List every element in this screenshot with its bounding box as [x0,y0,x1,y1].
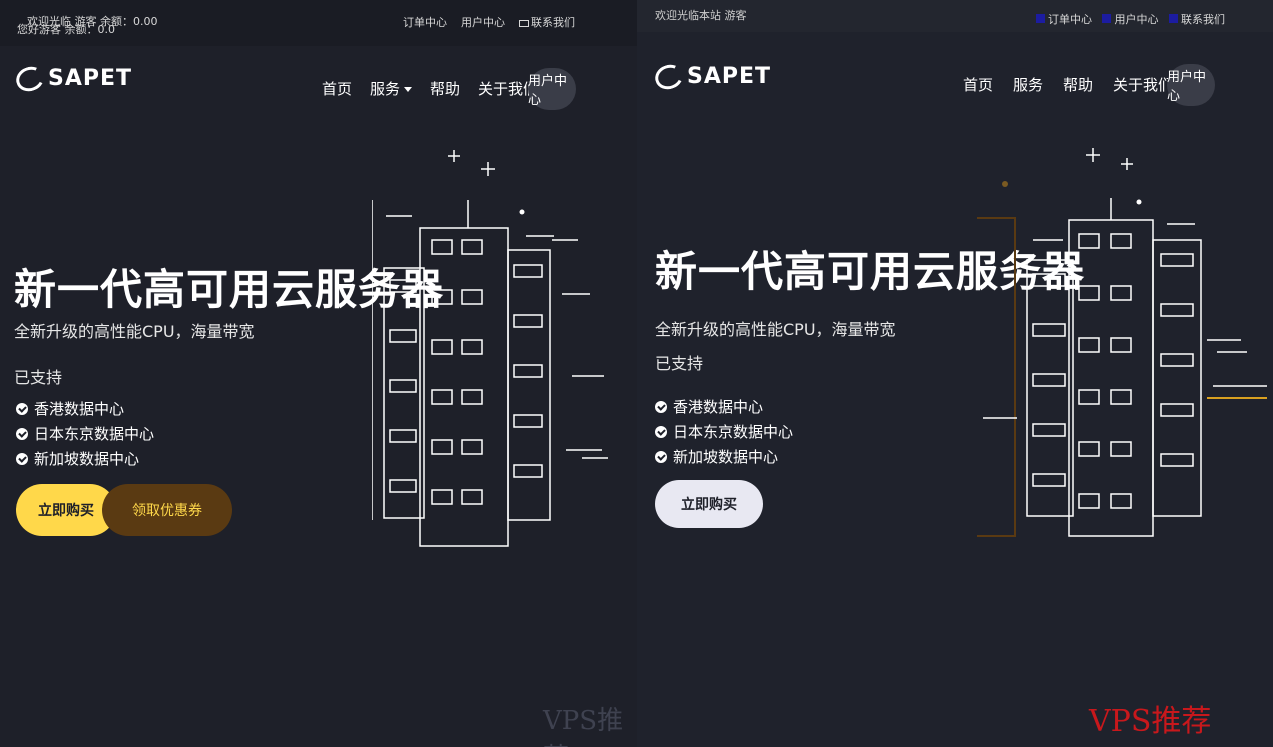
check-circle-icon [655,400,667,413]
server-building-illustration [977,148,1267,537]
site-logo[interactable]: SAPET [12,62,133,95]
check-circle-icon [16,402,28,415]
top-link-orders-label: 订单中心 [403,16,447,29]
buy-now-button[interactable]: 立即购买 [16,484,116,536]
hero-subtitle-2: 已支持 [14,368,63,387]
nav-item-home-label: 首页 [322,80,353,98]
logo-text: SAPET [687,64,772,89]
top-link-orders-label: 订单中心 [1048,13,1092,26]
nav-item-home[interactable]: 首页 [963,74,993,95]
nav-item-about-label: 关于我们 [478,80,539,98]
logo-swoosh-icon [651,60,687,93]
coupon-button[interactable]: 领取优惠券 [102,484,232,536]
top-link-user-label: 用户中心 [1114,13,1159,26]
feature-label: 香港数据中心 [34,400,125,418]
buy-now-label: 立即购买 [38,503,94,519]
user-center-label: 用户中心 [1167,70,1207,104]
top-link-user-label: 用户中心 [461,16,505,29]
feature-label: 香港数据中心 [673,398,764,416]
list-item: 日本东京数据中心 [16,423,154,444]
user-center-label: 用户中心 [528,74,568,108]
feature-label: 日本东京数据中心 [673,423,794,441]
buy-now-button[interactable]: 立即购买 [655,480,763,528]
list-item: 日本东京数据中心 [655,421,793,442]
hero-cta: 立即购买 领取优惠券 [16,484,232,536]
coupon-label: 领取优惠券 [132,503,202,519]
user-center-button[interactable]: 用户中心 [528,68,576,110]
check-circle-icon [16,452,28,465]
chevron-down-icon [404,87,413,92]
top-link-contact[interactable]: 联系我们 [519,14,575,30]
check-circle-icon [655,425,667,438]
nav-item-help[interactable]: 帮助 [1063,74,1093,95]
top-link-user[interactable]: 用户中心 [1102,11,1159,27]
nav-item-home[interactable]: 首页 [322,78,352,99]
nav-item-about-label: 关于我们 [1113,76,1174,94]
feature-list: 香港数据中心 日本东京数据中心 新加坡数据中心 [655,396,793,471]
welcome-text: 欢迎光临本站 游客 [655,9,747,22]
right-panel: 欢迎光临本站 游客 订单中心 用户中心 联系我们 SAPET 首页 服务 帮助 … [637,0,1273,747]
site-logo[interactable]: SAPET [651,60,772,93]
hero-subtitle: 全新升级的高性能CPU，海量带宽 [655,320,896,339]
check-circle-icon [655,450,667,463]
top-info-bar: 欢迎光临本站 游客 订单中心 用户中心 联系我们 [637,0,1273,32]
top-link-orders[interactable]: 订单中心 [1035,11,1092,27]
square-icon [1102,14,1111,23]
check-circle-icon [16,427,28,440]
speed-lines [983,223,1267,419]
nav-item-help-label: 帮助 [1063,76,1094,94]
left-panel: 欢迎光临 游客 余额：0.00 您好游客 余额：0.0 订单中心 用户中心 联系… [0,0,637,747]
top-links: 订单中心 用户中心 联系我们 [403,14,575,30]
feature-list: 香港数据中心 日本东京数据中心 新加坡数据中心 [16,398,154,473]
nav-item-services[interactable]: 服务 [370,78,413,99]
hero-title: 新一代高可用云服务器 [655,247,1086,296]
building-windows [389,239,543,505]
nav-item-about[interactable]: 关于我们 [1113,74,1173,95]
logo-swoosh-icon [12,62,48,95]
welcome-text: 欢迎光临 游客 余额：0.00 [27,15,158,28]
nav-item-help[interactable]: 帮助 [430,78,460,99]
feature-label: 日本东京数据中心 [34,425,155,443]
speed-lines [386,215,608,459]
top-link-orders[interactable]: 订单中心 [403,14,447,30]
nav-item-home-label: 首页 [963,76,994,94]
mail-icon [519,19,529,27]
square-icon [1168,14,1178,23]
feature-label: 新加坡数据中心 [673,448,779,466]
list-item: 香港数据中心 [16,398,154,419]
nav-item-services-label: 服务 [370,80,401,98]
balance-text: 您好游客 余额：0.0 [17,23,115,36]
top-links: 订单中心 用户中心 联系我们 [1035,11,1225,27]
buy-now-label: 立即购买 [681,497,737,513]
square-icon [1035,14,1045,23]
logo-text: SAPET [48,66,133,91]
nav-item-help-label: 帮助 [430,80,461,98]
list-item: 香港数据中心 [655,396,793,417]
nav-item-services-label: 服务 [1013,76,1044,94]
hero-cta: 立即购买 [655,480,763,528]
list-item: 新加坡数据中心 [16,448,154,469]
top-link-contact-label: 联系我们 [1181,13,1225,26]
server-building-illustration [372,150,608,547]
watermark: VPS推荐 [543,706,624,747]
user-center-button[interactable]: 用户中心 [1167,64,1215,106]
top-link-contact-label: 联系我们 [531,16,575,29]
main-nav: 首页 服务 帮助 关于我们 [322,78,551,99]
nav-item-services[interactable]: 服务 [1013,74,1043,95]
watermark: VPS推荐 [1089,704,1212,739]
top-link-contact[interactable]: 联系我们 [1168,11,1225,27]
list-item: 新加坡数据中心 [655,446,793,467]
building-windows [1032,233,1194,509]
hero-subtitle-2: 已支持 [655,354,704,373]
top-link-user[interactable]: 用户中心 [461,14,505,30]
main-nav: 首页 服务 帮助 关于我们 [963,74,1173,95]
highlight-frame [977,217,1016,537]
hero-subtitle: 全新升级的高性能CPU，海量带宽 [14,322,255,341]
top-info-bar: 欢迎光临 游客 余额：0.00 您好游客 余额：0.0 订单中心 用户中心 联系… [0,0,637,46]
feature-label: 新加坡数据中心 [34,450,140,468]
